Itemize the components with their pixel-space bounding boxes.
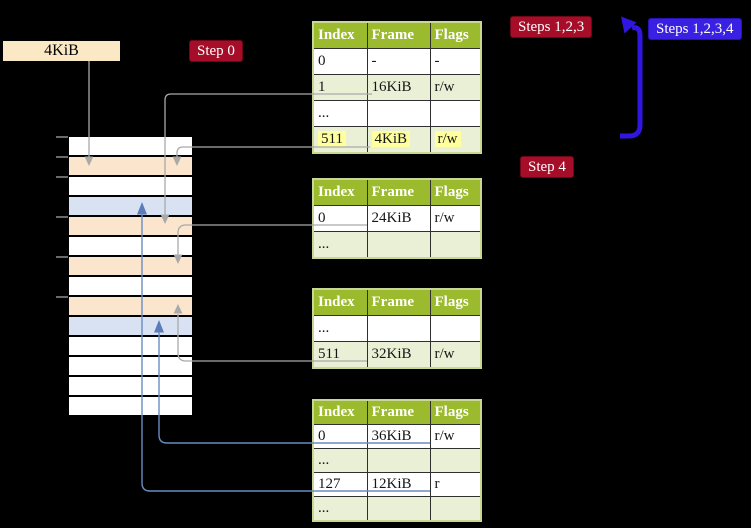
table-cell: r/w: [429, 424, 482, 449]
table-cell: 1: [312, 74, 368, 101]
memory-frame-white: [69, 337, 192, 357]
step0-badge: Step 0: [189, 40, 243, 62]
table-row: 0--: [312, 48, 482, 75]
table-cell: 32KiB: [366, 341, 431, 369]
table-cell: [366, 231, 431, 259]
table-row: ...: [312, 448, 482, 473]
table-cell: 16KiB: [366, 74, 431, 101]
table-cell: [366, 496, 431, 522]
table-cell: 511: [312, 341, 368, 369]
table-row: ...: [312, 231, 482, 259]
table-cell: 0: [312, 205, 368, 232]
table-cell: 4KiB: [366, 126, 431, 154]
memory-frame-white: [69, 397, 192, 417]
physical-memory-strip: [69, 137, 192, 417]
memory-frame-white: [69, 237, 192, 257]
column-header-frame: Frame: [366, 399, 431, 425]
table-cell: 511: [312, 126, 368, 154]
highlighted-value: 4KiB: [371, 131, 411, 147]
memory-frame-white: [69, 357, 192, 377]
memory-frame-orange: [69, 217, 192, 237]
table-cell: [429, 496, 482, 522]
table-cell: ...: [312, 100, 368, 127]
table-cell: [366, 100, 431, 127]
arrow-loop-thick-blue: [620, 16, 643, 139]
step4-badge: Step 4: [520, 156, 574, 178]
memory-frame-white: [69, 377, 192, 397]
memory-frame-blue: [69, 197, 192, 217]
table-cell: [366, 448, 431, 473]
column-header-frame: Frame: [366, 288, 431, 316]
table-row: 511 4KiB r/w: [312, 126, 482, 154]
table-cell: -: [366, 48, 431, 75]
column-header-frame: Frame: [366, 21, 431, 49]
column-header-flags: Flags: [429, 288, 482, 316]
memory-frame-white: [69, 137, 192, 157]
column-header-index: Index: [312, 399, 368, 425]
column-header-flags: Flags: [429, 399, 482, 425]
table-cell: ...: [312, 315, 368, 342]
page-size-label: 4KiB: [3, 41, 120, 61]
table-cell: ...: [312, 231, 368, 259]
table-cell: ...: [312, 448, 368, 473]
table-cell: r: [429, 472, 482, 497]
table-cell: [429, 231, 482, 259]
memory-frame-orange: [69, 257, 192, 277]
table-cell: -: [429, 48, 482, 75]
table-row: ...: [312, 315, 482, 342]
column-header-flags: Flags: [429, 21, 482, 49]
column-header-index: Index: [312, 178, 368, 206]
table-cell: 0: [312, 48, 368, 75]
table-cell: 127: [312, 472, 368, 497]
column-header-flags: Flags: [429, 178, 482, 206]
table-cell: [429, 315, 482, 342]
memory-frame-blue: [69, 317, 192, 337]
table-cell: 24KiB: [366, 205, 431, 232]
memory-frame-orange: [69, 157, 192, 177]
table-cell: [429, 448, 482, 473]
memory-frame-orange: [69, 297, 192, 317]
column-header-index: Index: [312, 288, 368, 316]
table-row: ...: [312, 100, 482, 127]
table-row: ...: [312, 496, 482, 522]
table-cell: 0: [312, 424, 368, 449]
table-cell: r/w: [429, 74, 482, 101]
memory-frame-white: [69, 177, 192, 197]
memory-frame-white: [69, 277, 192, 297]
table-cell: r/w: [429, 341, 482, 369]
steps-1234-badge: Steps 1,2,3,4: [648, 18, 742, 40]
table-cell: r/w: [429, 126, 482, 154]
steps-123-badge: Steps 1,2,3: [510, 16, 593, 38]
table-cell: [366, 315, 431, 342]
highlighted-value: 511: [318, 131, 346, 147]
column-header-index: Index: [312, 21, 368, 49]
table-cell: ...: [312, 496, 368, 522]
memory-tick-marks: [56, 136, 68, 298]
column-header-frame: Frame: [366, 178, 431, 206]
table-cell: r/w: [429, 205, 482, 232]
table-cell: 12KiB: [366, 472, 431, 497]
table-cell: 36KiB: [366, 424, 431, 449]
table-cell: [429, 100, 482, 127]
highlighted-value: r/w: [434, 131, 461, 147]
